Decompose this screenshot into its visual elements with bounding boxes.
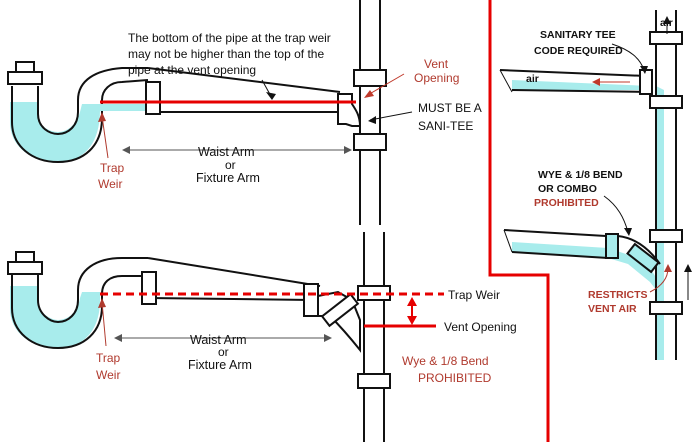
top-trap-water xyxy=(10,102,100,162)
bottom-trapweir-label: Trap Weir xyxy=(448,288,500,302)
bottom-trap-water xyxy=(10,286,100,348)
right-lower-branch-water xyxy=(512,242,664,300)
top-note-line2: may not be higher than the top of the xyxy=(128,47,324,61)
right-wye-pointer xyxy=(603,195,629,233)
top-vent-arrow xyxy=(365,73,405,97)
top-waist-dim-right xyxy=(344,146,352,154)
right-restricts-label-1: RESTRICTS xyxy=(588,289,648,301)
bottom-waist-dim-right xyxy=(324,334,332,342)
top-arm-water xyxy=(100,104,148,111)
bottom-trap-inner xyxy=(37,257,148,324)
right-lower-branch-top xyxy=(503,229,607,237)
top-trap-nut xyxy=(7,71,43,85)
right-wye-hub xyxy=(626,242,660,274)
bottom-wye-hub xyxy=(320,292,360,328)
top-note-line3: pipe at the vent opening xyxy=(128,63,256,77)
bottom-arm-coupling-1 xyxy=(141,271,157,305)
top-trap-inner xyxy=(37,67,148,136)
right-stack-hub-3 xyxy=(649,229,683,243)
right-stack-hub-1 xyxy=(649,31,683,45)
bottom-arm-upper xyxy=(147,257,321,287)
top-trapweir-2: Weir xyxy=(98,177,122,191)
top-trapweir-arrow xyxy=(101,115,109,159)
right-side-arrowhead xyxy=(684,264,692,272)
top-sanitee-arrowhead xyxy=(368,116,376,124)
top-vent-label-1: Vent xyxy=(424,57,449,71)
bottom-waist-label-1: Waist Arm xyxy=(190,333,246,347)
bottom-arm-lower xyxy=(147,297,313,301)
right-stack-hub-4 xyxy=(649,301,683,315)
top-trapweir-1: Trap xyxy=(100,161,125,175)
bottom-waist-label-3: Fixture Arm xyxy=(188,358,252,372)
right-upper-branch-water xyxy=(512,80,650,90)
right-air-arrowhead-branch xyxy=(592,78,600,86)
top-mustbe-2: SANI-TEE xyxy=(418,119,473,133)
top-waist-label-3: Fixture Arm xyxy=(196,171,260,185)
bottom-trapweir-1: Trap xyxy=(96,351,121,365)
bottom-arm-coupling-2 xyxy=(303,283,319,317)
bottom-gap-arrow-top xyxy=(407,297,417,306)
bottom-trapweir-arrowhead xyxy=(98,298,106,308)
bottom-diagram: Trap Weir Vent Opening Waist Arm or Fixt… xyxy=(7,232,517,442)
bottom-waist-label-2: or xyxy=(218,345,229,359)
right-tee-label-1: SANITARY TEE xyxy=(540,29,616,41)
right-lower-coupling xyxy=(605,233,619,259)
top-arm-upper xyxy=(147,67,341,93)
top-vent-label-2: Opening xyxy=(414,71,459,85)
right-stack-water xyxy=(656,86,664,360)
bottom-stack-hub-lower xyxy=(357,373,391,389)
right-tee-pointer-head xyxy=(640,66,648,74)
top-mustbe-1: MUST BE A xyxy=(418,101,482,115)
top-trapweir-arrowhead xyxy=(98,112,106,122)
right-air-top-label: air xyxy=(660,17,673,29)
bottom-trap-tailpiece xyxy=(15,251,35,263)
right-upper-tee-hub xyxy=(639,69,653,95)
top-arm-coupling xyxy=(145,81,161,115)
right-lower-branch-hatch xyxy=(503,229,513,253)
right-diagram: air SANITARY TEE CODE REQUIRED air WYE &… xyxy=(499,10,692,360)
right-stack-hub-2 xyxy=(649,95,683,109)
bottom-trapweir-2: Weir xyxy=(96,368,120,382)
right-tee-label-2: CODE REQUIRED xyxy=(534,45,623,57)
right-upper-branch-top xyxy=(499,69,647,77)
top-stack-hub-upper xyxy=(353,69,387,87)
right-wye-label-2: OR COMBO xyxy=(538,183,597,195)
bottom-trap-pipe xyxy=(11,272,148,350)
top-diagram: The bottom of the pipe at the trap weir … xyxy=(7,0,482,225)
top-vent-arrowhead xyxy=(364,90,374,98)
bottom-waist-dim-left xyxy=(114,334,122,342)
right-wye-label-1: WYE & 1/8 BEND xyxy=(538,169,623,181)
bottom-trapweir-arrow xyxy=(101,301,107,347)
bottom-gap-arrow-bottom xyxy=(407,316,417,325)
top-trap-tailpiece xyxy=(15,61,35,73)
right-air-arrowhead-top xyxy=(663,16,671,24)
top-note-line1: The bottom of the pipe at the trap weir xyxy=(128,31,331,45)
right-upper-branch-hatch xyxy=(499,69,513,93)
top-trap-pipe xyxy=(11,79,149,164)
right-prohibited-label: PROHIBITED xyxy=(534,197,599,209)
red-divider-line xyxy=(488,0,550,442)
top-sani-tee xyxy=(337,93,362,127)
bottom-wye-label-1: Wye & 1/8 Bend xyxy=(402,354,489,368)
right-upper-branch-bottom xyxy=(511,89,651,93)
bottom-wye-label-2: PROHIBITED xyxy=(418,371,492,385)
right-lower-branch-bottom xyxy=(511,251,609,259)
top-stack-hub-lower xyxy=(353,133,387,151)
top-note-arrowhead xyxy=(266,92,276,100)
right-restricts-pointer-head xyxy=(664,264,672,272)
top-waist-label-1: Waist Arm xyxy=(198,145,254,159)
right-restricts-label-2: VENT AIR xyxy=(588,303,637,315)
top-waist-dim-left xyxy=(122,146,130,154)
top-waist-label-2: or xyxy=(225,158,236,172)
bottom-vent-label: Vent Opening xyxy=(444,320,517,334)
bottom-trap-nut xyxy=(7,261,43,275)
right-air-side-label: air xyxy=(526,73,539,85)
right-wye-pointer-head xyxy=(624,228,632,236)
top-sanitee-arrow xyxy=(369,111,413,121)
